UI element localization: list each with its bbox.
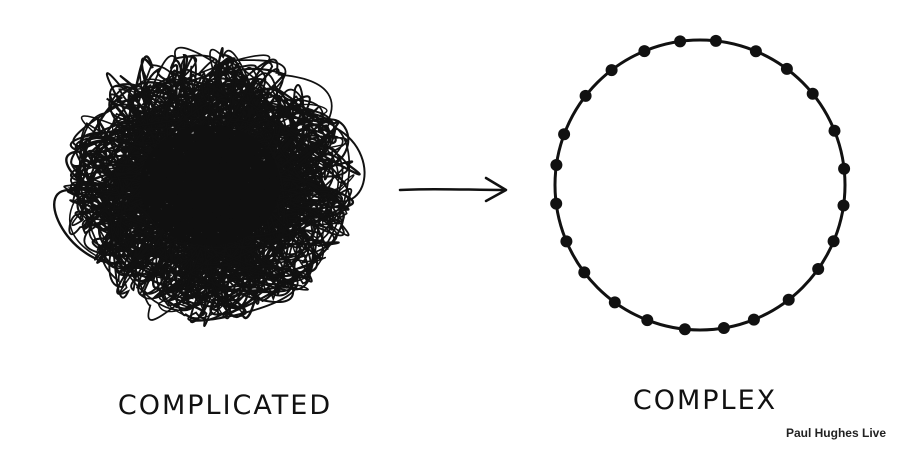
circle-node (550, 197, 563, 210)
arrow-head (484, 176, 508, 203)
circle-node (827, 235, 840, 248)
circle-node (605, 64, 618, 77)
circle-node (558, 128, 571, 141)
circle-node (709, 34, 722, 47)
arrow-shaft (398, 187, 507, 192)
tangled-scribble (53, 46, 366, 327)
circle-node (782, 293, 795, 306)
circle-node (608, 296, 621, 309)
circle-node (560, 235, 573, 248)
arrow-icon (398, 176, 508, 203)
complicated-label: COMPLICATED (117, 390, 333, 421)
circle-node (678, 323, 691, 336)
circle-node (674, 35, 687, 48)
circle-node (780, 62, 793, 75)
scribble-core (140, 125, 280, 245)
complex-label: COMPLEX (632, 385, 778, 416)
circle-ring (553, 38, 847, 332)
circle-node (747, 313, 760, 326)
circle-node (838, 162, 851, 175)
connected-circle (550, 34, 851, 336)
circle-node (749, 45, 762, 58)
circle-node (579, 89, 592, 102)
circle-node (837, 199, 850, 212)
circle-nodes (550, 34, 851, 336)
circle-node (828, 124, 841, 137)
circle-node (717, 322, 730, 334)
circle-node (550, 159, 563, 171)
circle-node (638, 45, 651, 58)
circle-node (806, 87, 819, 100)
circle-node (641, 314, 654, 327)
circle-node (812, 263, 825, 275)
circle-node (578, 266, 591, 279)
credit-text: Paul Hughes Live (785, 426, 886, 440)
